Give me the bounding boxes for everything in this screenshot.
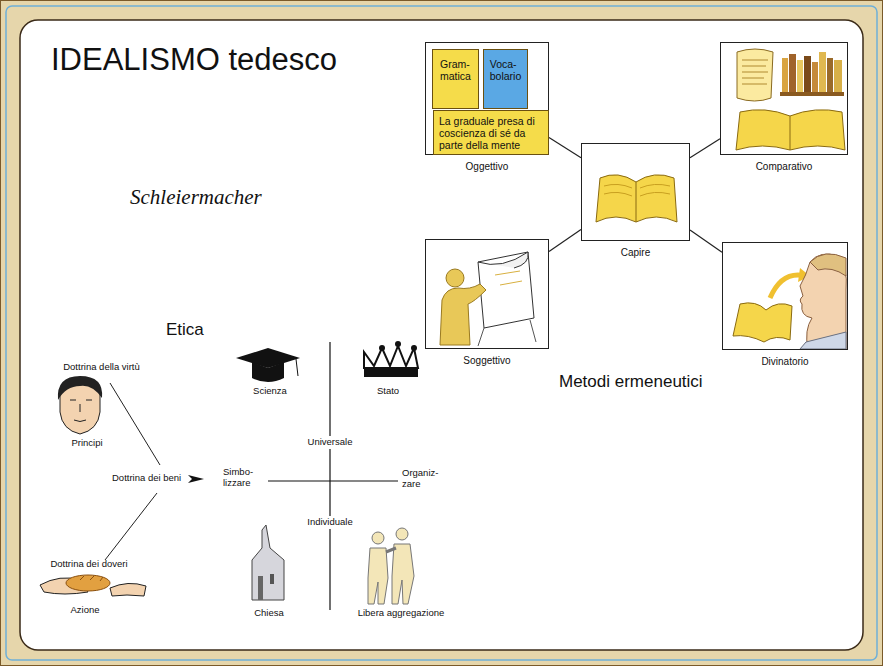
book-title: Gram- matica (440, 58, 471, 82)
comparativo-art (736, 49, 845, 150)
divinatorio-art (733, 254, 846, 349)
label-text: Organiz- zare (402, 468, 446, 490)
label-text: Simbo- lizzare (223, 467, 261, 489)
axis-line (268, 480, 398, 481)
ethics-art (40, 341, 418, 610)
capire-book (596, 175, 677, 222)
picture-box: Soggettivo (425, 239, 549, 349)
box-caption: Capire (621, 247, 650, 258)
label-text: Universale (306, 436, 355, 449)
box-caption: Soggettivo (463, 355, 510, 366)
label-text: Etica (166, 320, 226, 340)
box-caption: Oggettivo (466, 161, 509, 172)
axis-line (329, 342, 330, 610)
label-text: Principi (62, 438, 112, 449)
label-text: Dottrina della virtù (44, 362, 159, 373)
box-caption: Divinatorio (761, 356, 808, 367)
label-text: Scienza (245, 386, 295, 397)
picture-box: Divinatorio (722, 242, 848, 350)
label-text: Libera aggregazione (346, 608, 456, 619)
connector (549, 138, 581, 158)
page-title: IDEALISMO tedesco (51, 42, 337, 78)
label-text: Dottrina dei doveri (34, 559, 144, 570)
picture-box: Comparativo (720, 42, 848, 155)
connector (690, 230, 722, 252)
connector (690, 139, 720, 158)
book-title: Voca- bolario (490, 58, 522, 82)
leader-line (110, 383, 160, 465)
label-text: Schleiermacher (130, 185, 330, 209)
picture-box: Capire (581, 143, 690, 241)
label-text: Individuale (305, 516, 354, 529)
label-text: Dottrina dei beni (112, 473, 192, 484)
white-panel (20, 20, 863, 650)
book-shape: La graduale presa di coscienza di sé da … (433, 110, 549, 155)
label-text: Stato (368, 386, 408, 397)
picture-box: OggettivoGram- maticaVoca- bolarioLa gra… (425, 42, 549, 155)
box-caption: Comparativo (756, 161, 813, 172)
book-shape: Voca- bolario (483, 49, 528, 109)
blue-line (6, 6, 877, 660)
connector (549, 229, 581, 251)
arrow-head (188, 475, 204, 483)
label-text: Metodi ermeneutici (559, 372, 749, 392)
soggettivo-art (440, 252, 536, 346)
book-shape: Gram- matica (432, 49, 479, 109)
label-text: Azione (60, 605, 110, 616)
book-title: La graduale presa di coscienza di sé da … (439, 115, 543, 151)
leader-line (105, 493, 157, 560)
label-text: Chiesa (243, 608, 295, 619)
